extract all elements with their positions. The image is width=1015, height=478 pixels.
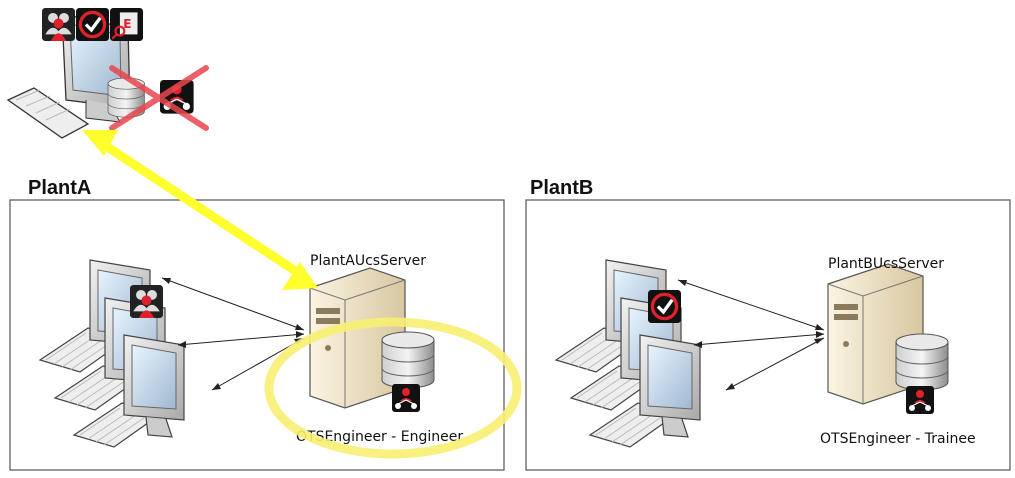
plant-b-role-badge-icon xyxy=(905,385,935,415)
plant-b-approve-icon xyxy=(646,288,683,325)
highlight-double-arrow xyxy=(82,130,318,290)
plant-b-database-label: OTSEngineer - Trainee xyxy=(820,431,976,447)
plant-a-server-label: PlantAUcsServer xyxy=(310,253,426,269)
plant-b-connectors xyxy=(677,279,825,391)
document-icon xyxy=(108,6,145,43)
plant-b-clients xyxy=(555,259,701,448)
approve-icon xyxy=(74,6,111,43)
plant-a-title: PlantA xyxy=(28,177,91,199)
plant-b-box xyxy=(525,199,1011,471)
cross-mark-icon xyxy=(109,65,209,131)
user-group-icon xyxy=(42,8,75,41)
plant-b-connector-arrowheads xyxy=(678,280,824,390)
plant-b-title: PlantB xyxy=(530,177,593,199)
plant-a-database xyxy=(381,331,435,389)
plant-b-server-label: PlantBUcsServer xyxy=(828,256,944,272)
plant-a-box xyxy=(9,199,505,471)
plant-a-user-group-icon xyxy=(130,285,163,318)
top-client-workstation xyxy=(6,6,209,139)
plant-a-database-label: OTSEngineer - Engineer xyxy=(296,429,463,445)
plant-b-database xyxy=(895,333,949,391)
highlight-ring xyxy=(264,317,522,459)
plant-a-role-badge-icon xyxy=(391,383,421,413)
keyboard xyxy=(6,87,90,139)
